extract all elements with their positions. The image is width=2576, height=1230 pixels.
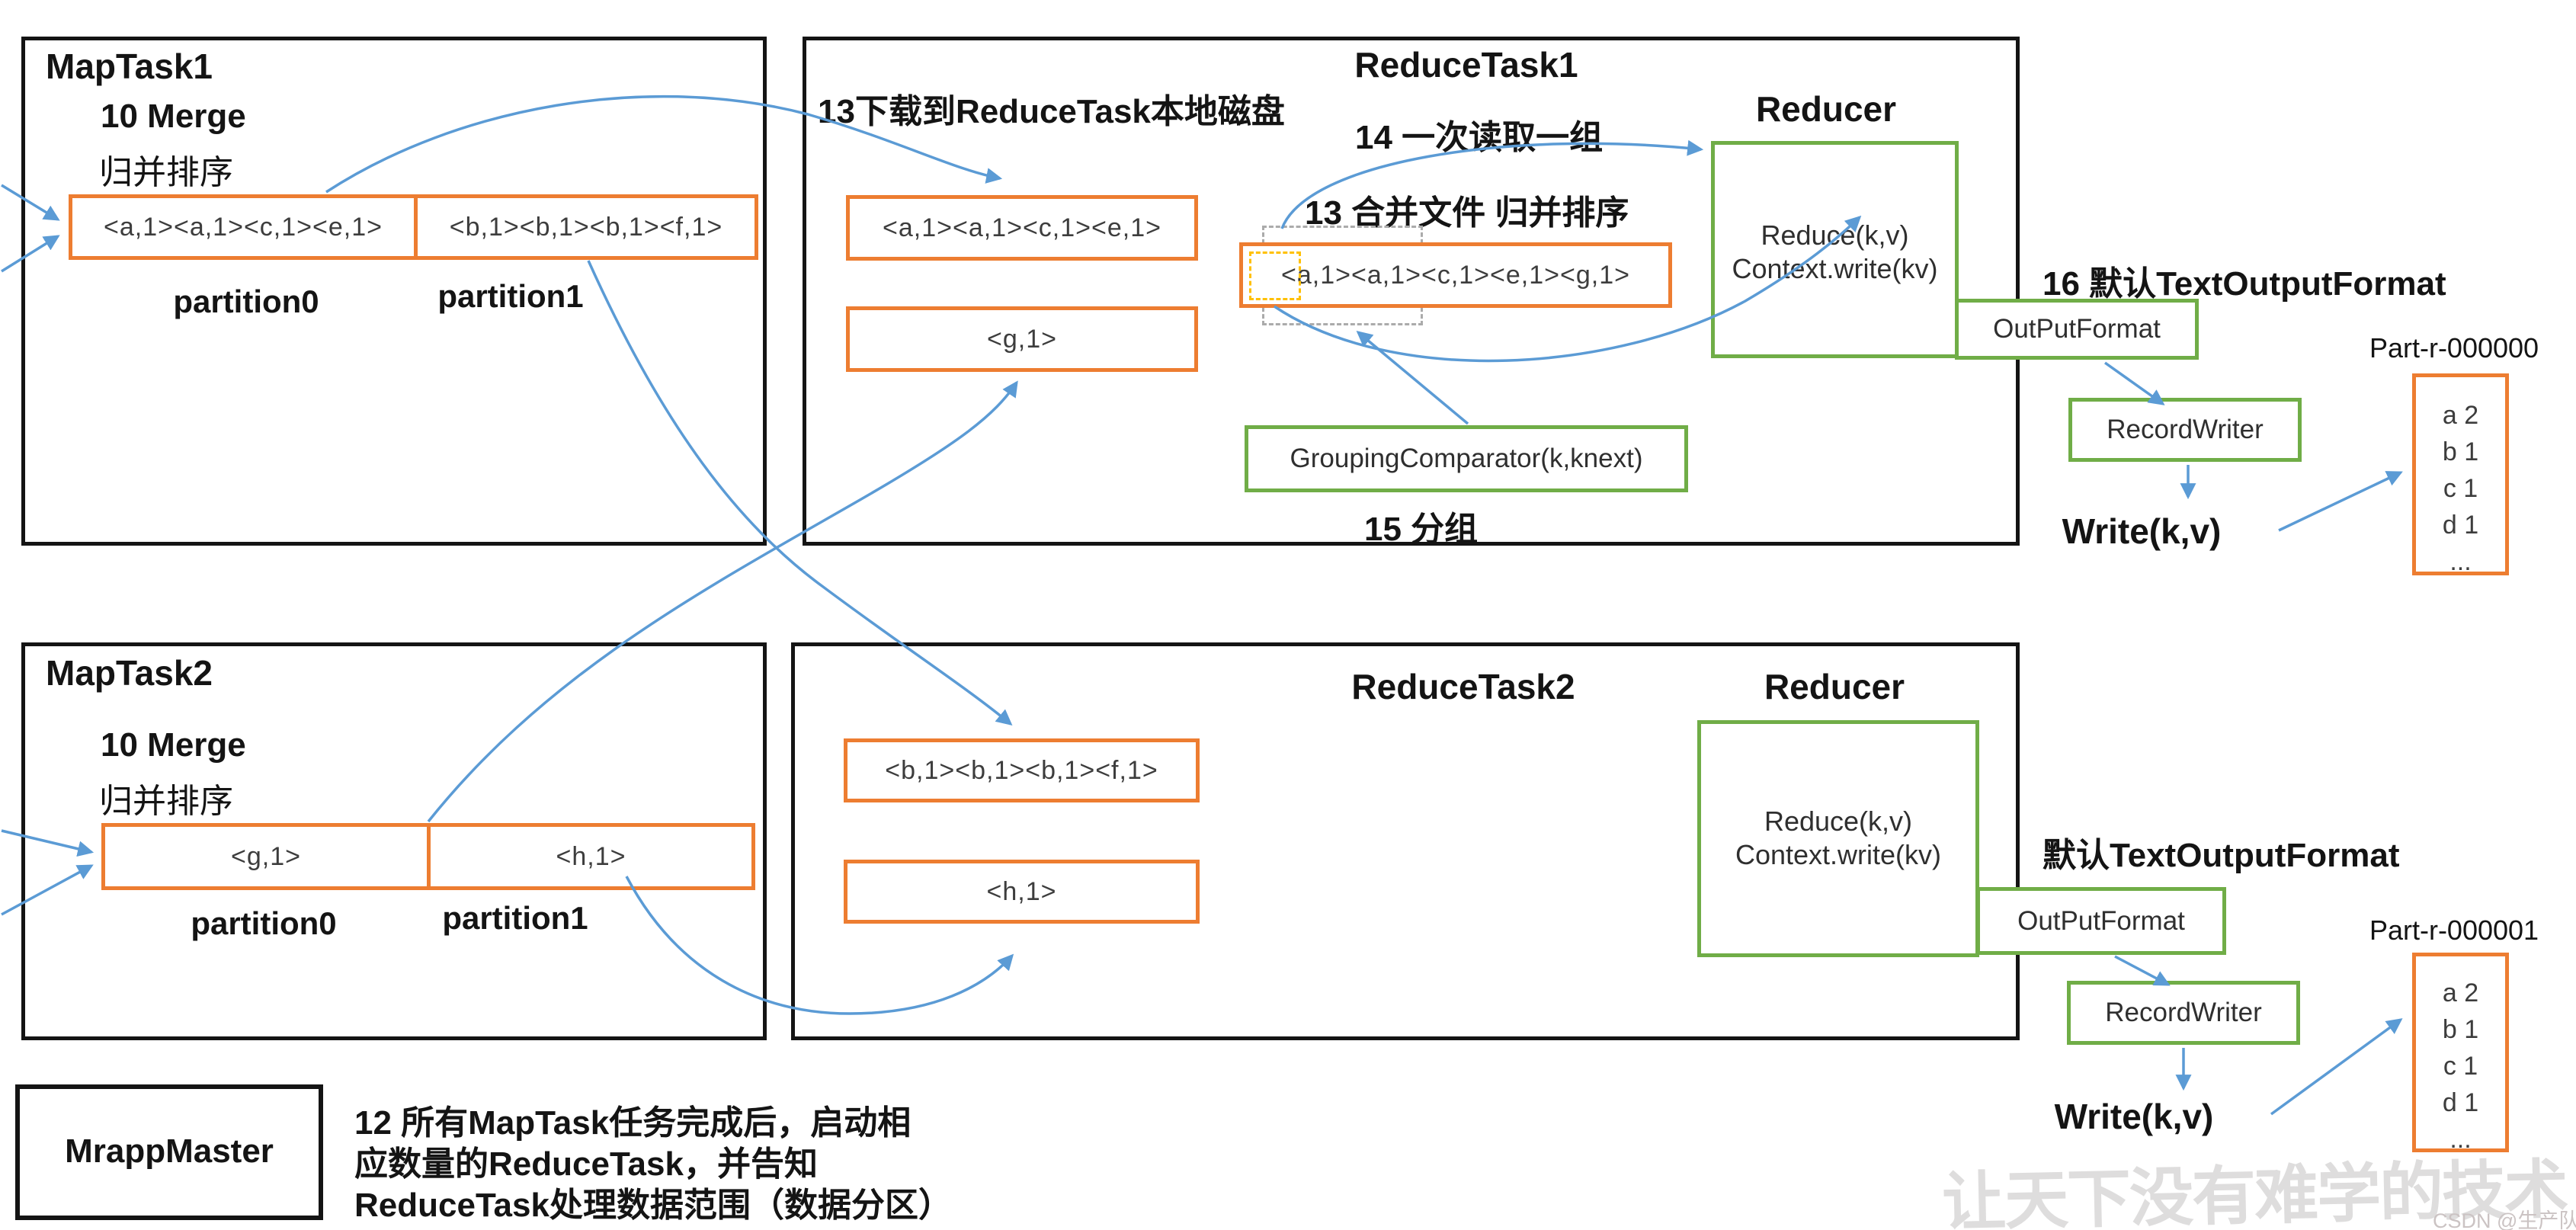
reducetask1-download-note: 13下载到ReduceTask本地磁盘: [818, 93, 1285, 130]
part-file1-row: b 1: [2442, 437, 2479, 466]
reducer1-code: Reduce(k,v) Context.write(kv): [1711, 219, 1959, 286]
reducer2-reduce-line: Reduce(k,v): [1764, 806, 1913, 837]
part-file1-row: ...: [2449, 547, 2472, 576]
reducetask1-file-b: <g,1>: [846, 306, 1198, 372]
reducetask1-file-a: <a,1><a,1><c,1><e,1>: [846, 195, 1198, 261]
part-file1-row: d 1: [2442, 511, 2479, 540]
maptask1-partition1-label: partition1: [437, 278, 584, 314]
reducer1-context-line: Context.write(kv): [1732, 253, 1938, 284]
maptask1-merge-label: 10 Merge: [101, 98, 246, 135]
maptask2-partition1-label: partition1: [442, 900, 588, 936]
arrow-write1-to-partfile1: [2278, 471, 2403, 532]
part-file1-box: a 2 b 1 c 1 d 1 ...: [2412, 373, 2509, 576]
mrappmaster-box: [15, 1084, 323, 1220]
maptask1-partition0-label: partition0: [173, 283, 319, 319]
reducer1-recordwriter-box: RecordWriter: [2068, 398, 2302, 462]
maptask2-partition0-label: partition0: [191, 905, 337, 941]
reducer2-box: [1697, 720, 1979, 957]
reducer2-write-label: Write(k,v): [2054, 1097, 2214, 1136]
reducer1-outputformat-box: OutPutFormat: [1955, 299, 2199, 360]
reducer2-format-note: 默认TextOutputFormat: [2043, 837, 2400, 874]
maptask2-merge-sub: 归并排序: [99, 783, 233, 820]
part-file2-row: ...: [2449, 1125, 2472, 1154]
watermark-credit: CSDN @生产队队长: [2433, 1209, 2576, 1230]
reducer2-code: Reduce(k,v) Context.write(kv): [1697, 805, 1979, 872]
reducetask2-title: ReduceTask2: [1351, 667, 1575, 706]
maptask2-partition-row: <g,1> <h,1>: [101, 823, 755, 890]
maptask1-partition-row: <a,1><a,1><c,1><e,1> <b,1><b,1><b,1><f,1…: [69, 194, 758, 260]
part-file2-row: b 1: [2442, 1015, 2479, 1044]
reducetask2-file-b: <h,1>: [844, 860, 1200, 924]
part-file2-box: a 2 b 1 c 1 d 1 ...: [2412, 953, 2509, 1154]
part-file2-name: Part-r-000001: [2369, 914, 2539, 946]
maptask2-merge-label: 10 Merge: [101, 726, 246, 764]
reducer1-reduce-line: Reduce(k,v): [1761, 219, 1909, 251]
mrappmaster-note-line2: 应数量的ReduceTask，并告知: [354, 1145, 818, 1183]
reducer1-format-note: 16 默认TextOutputFormat: [2043, 265, 2446, 303]
maptask2-partition0-cell: <g,1>: [101, 823, 431, 890]
maptask1-title: MapTask1: [46, 46, 213, 86]
maptask1-partition1-cell: <b,1><b,1><b,1><f,1>: [414, 194, 758, 260]
reducer2-recordwriter-box: RecordWriter: [2067, 981, 2300, 1045]
part-file1-row: a 2: [2442, 401, 2479, 430]
reducer1-title: Reducer: [1755, 89, 1897, 129]
maptask2-partition1-cell: <h,1>: [427, 823, 755, 890]
reducer1-write-label: Write(k,v): [2062, 511, 2222, 551]
reducetask2-box: [791, 642, 2020, 1040]
grouping-comparator-box: GroupingComparator(k,knext): [1245, 425, 1688, 492]
reducetask1-title: ReduceTask1: [1354, 45, 1578, 85]
maptask1-merge-sub: 归并排序: [99, 154, 233, 191]
mrappmaster-note-line3: ReduceTask处理数据范围（数据分区）: [354, 1187, 952, 1224]
part-file1-name: Part-r-000000: [2369, 332, 2539, 364]
part-file2-row: c 1: [2443, 1052, 2478, 1081]
reducer2-title: Reducer: [1764, 667, 1905, 706]
reducetask1-merged-file: <a,1><a,1><c,1><e,1><g,1>: [1239, 242, 1672, 308]
reducetask1-read-group-note: 14 一次读取一组: [1355, 119, 1604, 156]
current-key-dashed-box: [1249, 251, 1301, 300]
part-file2-row: a 2: [2442, 979, 2479, 1007]
mrappmaster-note-line1: 12 所有MapTask任务完成后，启动相: [354, 1104, 912, 1142]
reducer2-context-line: Context.write(kv): [1735, 839, 1942, 870]
part-file2-row: d 1: [2442, 1088, 2479, 1117]
reducer2-outputformat-box: OutPutFormat: [1976, 887, 2226, 955]
mrappmaster-label: MrappMaster: [65, 1132, 274, 1170]
part-file1-row: c 1: [2443, 474, 2478, 503]
reducetask2-file-a: <b,1><b,1><b,1><f,1>: [844, 738, 1200, 802]
maptask2-title: MapTask2: [46, 653, 213, 693]
maptask1-partition0-cell: <a,1><a,1><c,1><e,1>: [69, 194, 418, 260]
reducetask1-group-note: 15 分组: [1364, 511, 1479, 548]
